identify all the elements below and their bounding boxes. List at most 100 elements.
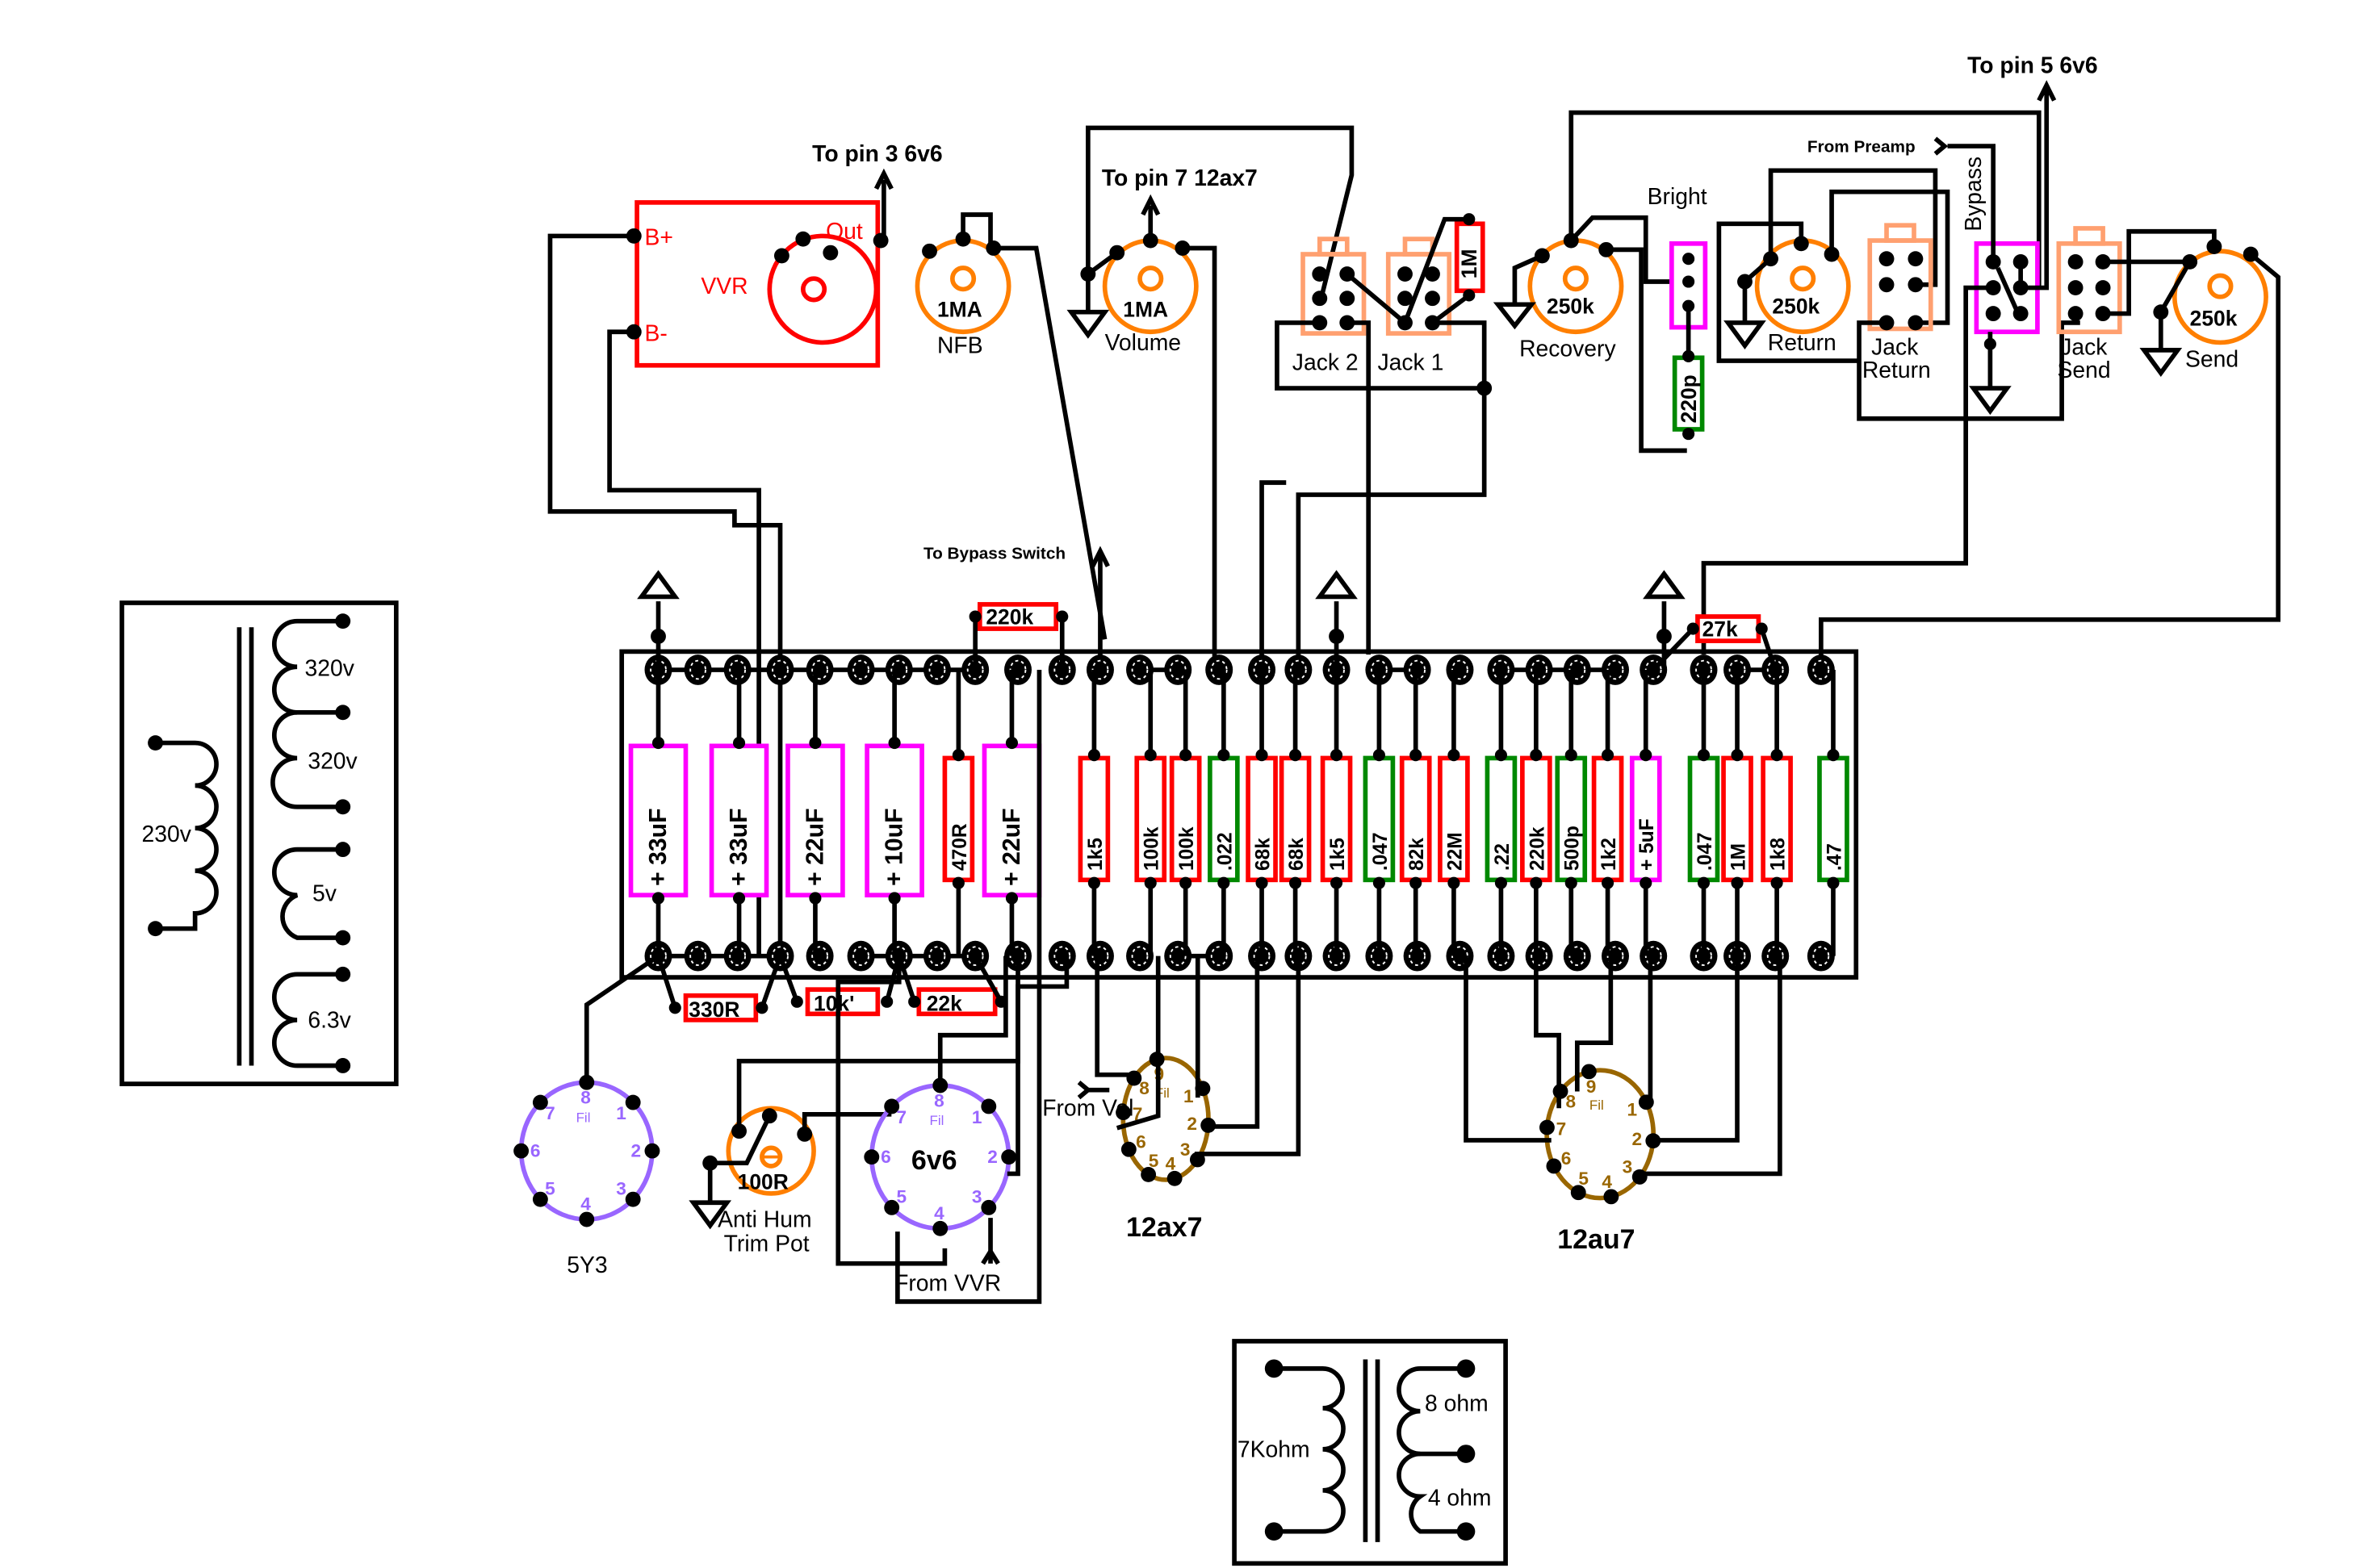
component-value: 220k <box>1527 826 1548 871</box>
ground-icon <box>1723 320 1766 349</box>
eyelet <box>1446 940 1474 972</box>
to-pin3-6v6-label: To pin 3 6v6 <box>812 140 942 166</box>
fil-label: Fil <box>1589 1098 1604 1113</box>
svg-text:5: 5 <box>1578 1169 1589 1189</box>
svg-text:4: 4 <box>1166 1153 1176 1173</box>
electrolytic-5uF: + 5uF <box>1629 670 1662 956</box>
pot-nfb[interactable]: 1MA NFB <box>915 212 1108 640</box>
fil-label: Fil <box>576 1110 591 1125</box>
jack-send[interactable]: Jack Send <box>2056 226 2217 383</box>
eyelet <box>923 940 951 972</box>
svg-text:6: 6 <box>1136 1131 1146 1152</box>
pot-label: Return <box>1768 329 1836 355</box>
cap-value: 220p <box>1677 374 1701 423</box>
component-value: 68k <box>1286 838 1308 871</box>
pot-label: Anti Hum <box>718 1206 811 1231</box>
tube-label: 12au7 <box>1557 1224 1635 1255</box>
resistor-330r: 330R <box>655 955 783 1022</box>
component-value: 1k2 <box>1598 838 1620 871</box>
tube-pin-6: 6 <box>1120 1131 1146 1157</box>
pot-volume[interactable]: To pin 7 12ax7 1MA Volume <box>1066 125 1355 671</box>
resistor-value: 330R <box>689 997 739 1022</box>
bright-label: Bright <box>1648 183 1707 209</box>
resistor-100k: 100k <box>1134 670 1167 956</box>
pot-send[interactable]: 250k Send <box>1819 239 2281 658</box>
svg-text:7: 7 <box>1556 1119 1567 1139</box>
eyelet <box>847 940 875 972</box>
component-value: 1k8 <box>1768 838 1790 871</box>
resistor-68k: 68k <box>1246 670 1278 956</box>
bypass-switch[interactable]: Bypass From Preamp To pin 5 6v6 <box>1701 52 2098 655</box>
tube-pin-1: 1 <box>616 1094 641 1123</box>
component-value: .47 <box>1824 843 1845 871</box>
svg-text:3: 3 <box>1623 1156 1633 1177</box>
to-pin5-6v6-label: To pin 5 6v6 <box>1967 52 2097 78</box>
eyelet <box>1126 654 1154 685</box>
to-bypass-switch-label: To Bypass Switch <box>923 544 1066 562</box>
eyelet-board <box>619 649 1859 980</box>
capacitor-500p: 500p <box>1555 670 1588 956</box>
capacitor-22: .22 <box>1485 670 1518 956</box>
jack-2[interactable]: Jack 2 <box>1292 236 1367 374</box>
eyelet <box>1086 940 1114 972</box>
resistor-1k5: 1k5 <box>1078 670 1111 956</box>
from-vvr-label: From VVR <box>894 1270 1001 1296</box>
tube-pin-4: 4 <box>1166 1153 1183 1186</box>
component-value: .22 <box>1492 843 1514 871</box>
component-value: 1M <box>1728 843 1749 871</box>
ot-primary-label: 7Kohm <box>1238 1436 1310 1461</box>
eyelet <box>1284 654 1313 685</box>
tube-pin-7: 7 <box>1539 1119 1566 1139</box>
pot-anti-hum[interactable]: 100R Anti Hum Trim Pot <box>689 955 1020 1256</box>
primary-terminal <box>148 921 163 937</box>
tube-pin-3: 3 <box>1623 1156 1648 1185</box>
resistor-1k2: 1k2 <box>1591 670 1624 956</box>
jack-1m-resistor: 1M <box>1275 213 1493 671</box>
eyelet <box>1563 654 1591 685</box>
resistor-value: 27k <box>1702 617 1738 642</box>
resistor-220k: 220k <box>1520 670 1552 956</box>
jack-return[interactable]: Jack Return <box>1857 223 2080 421</box>
bright-switch[interactable]: Bright 220p <box>1648 183 1708 441</box>
output-transformer: 7Kohm 8 ohm 4 ohm <box>1232 1339 1508 1566</box>
secondary-label-hv1: 320v <box>305 655 355 681</box>
tube-pin-9: 9 <box>1581 1064 1597 1097</box>
component-value: 470R <box>949 823 971 871</box>
svg-text:2: 2 <box>631 1141 642 1161</box>
tube-pin-4: 4 <box>932 1203 949 1236</box>
component-value: 1k5 <box>1085 838 1107 871</box>
resistor-470R: 470R <box>942 670 975 956</box>
electrolytic-33uF: + 33uF <box>628 670 689 956</box>
svg-text:8: 8 <box>1139 1078 1150 1098</box>
svg-text:4: 4 <box>580 1194 591 1215</box>
eyelet <box>923 654 951 685</box>
svg-text:1: 1 <box>1627 1100 1637 1120</box>
secondary-label-6v3: 6.3v <box>308 1006 351 1032</box>
resistor-1M: 1M <box>1721 670 1753 956</box>
tube-pin-5: 5 <box>1570 1169 1589 1201</box>
eyelet <box>684 940 712 972</box>
pot-recovery[interactable]: 250k Recovery <box>1493 110 2042 454</box>
vvr-bplus-label: B+ <box>645 224 673 250</box>
tube-pin-3: 3 <box>972 1187 997 1215</box>
tube-pin-1: 1 <box>972 1098 997 1127</box>
pot-value: 250k <box>1772 295 1820 319</box>
resistor-220k: 220k <box>969 602 1069 671</box>
svg-text:2: 2 <box>1187 1114 1197 1134</box>
secondary-label-hv2: 320v <box>308 748 358 774</box>
tube-label: 12ax7 <box>1126 1212 1202 1243</box>
ground-icon <box>1315 570 1358 600</box>
resistor-27k: 27k <box>1652 614 1778 671</box>
pot-label: Volume <box>1105 329 1181 355</box>
component-value: 22M <box>1444 832 1466 871</box>
eyelet <box>1048 940 1076 972</box>
tube-pin-2: 2 <box>1187 1114 1217 1134</box>
component-value: 1k5 <box>1327 838 1349 871</box>
component-value: 68k <box>1252 838 1274 871</box>
tube-pin-5: 5 <box>532 1178 555 1207</box>
resistor-100k: 100k <box>1169 670 1202 956</box>
